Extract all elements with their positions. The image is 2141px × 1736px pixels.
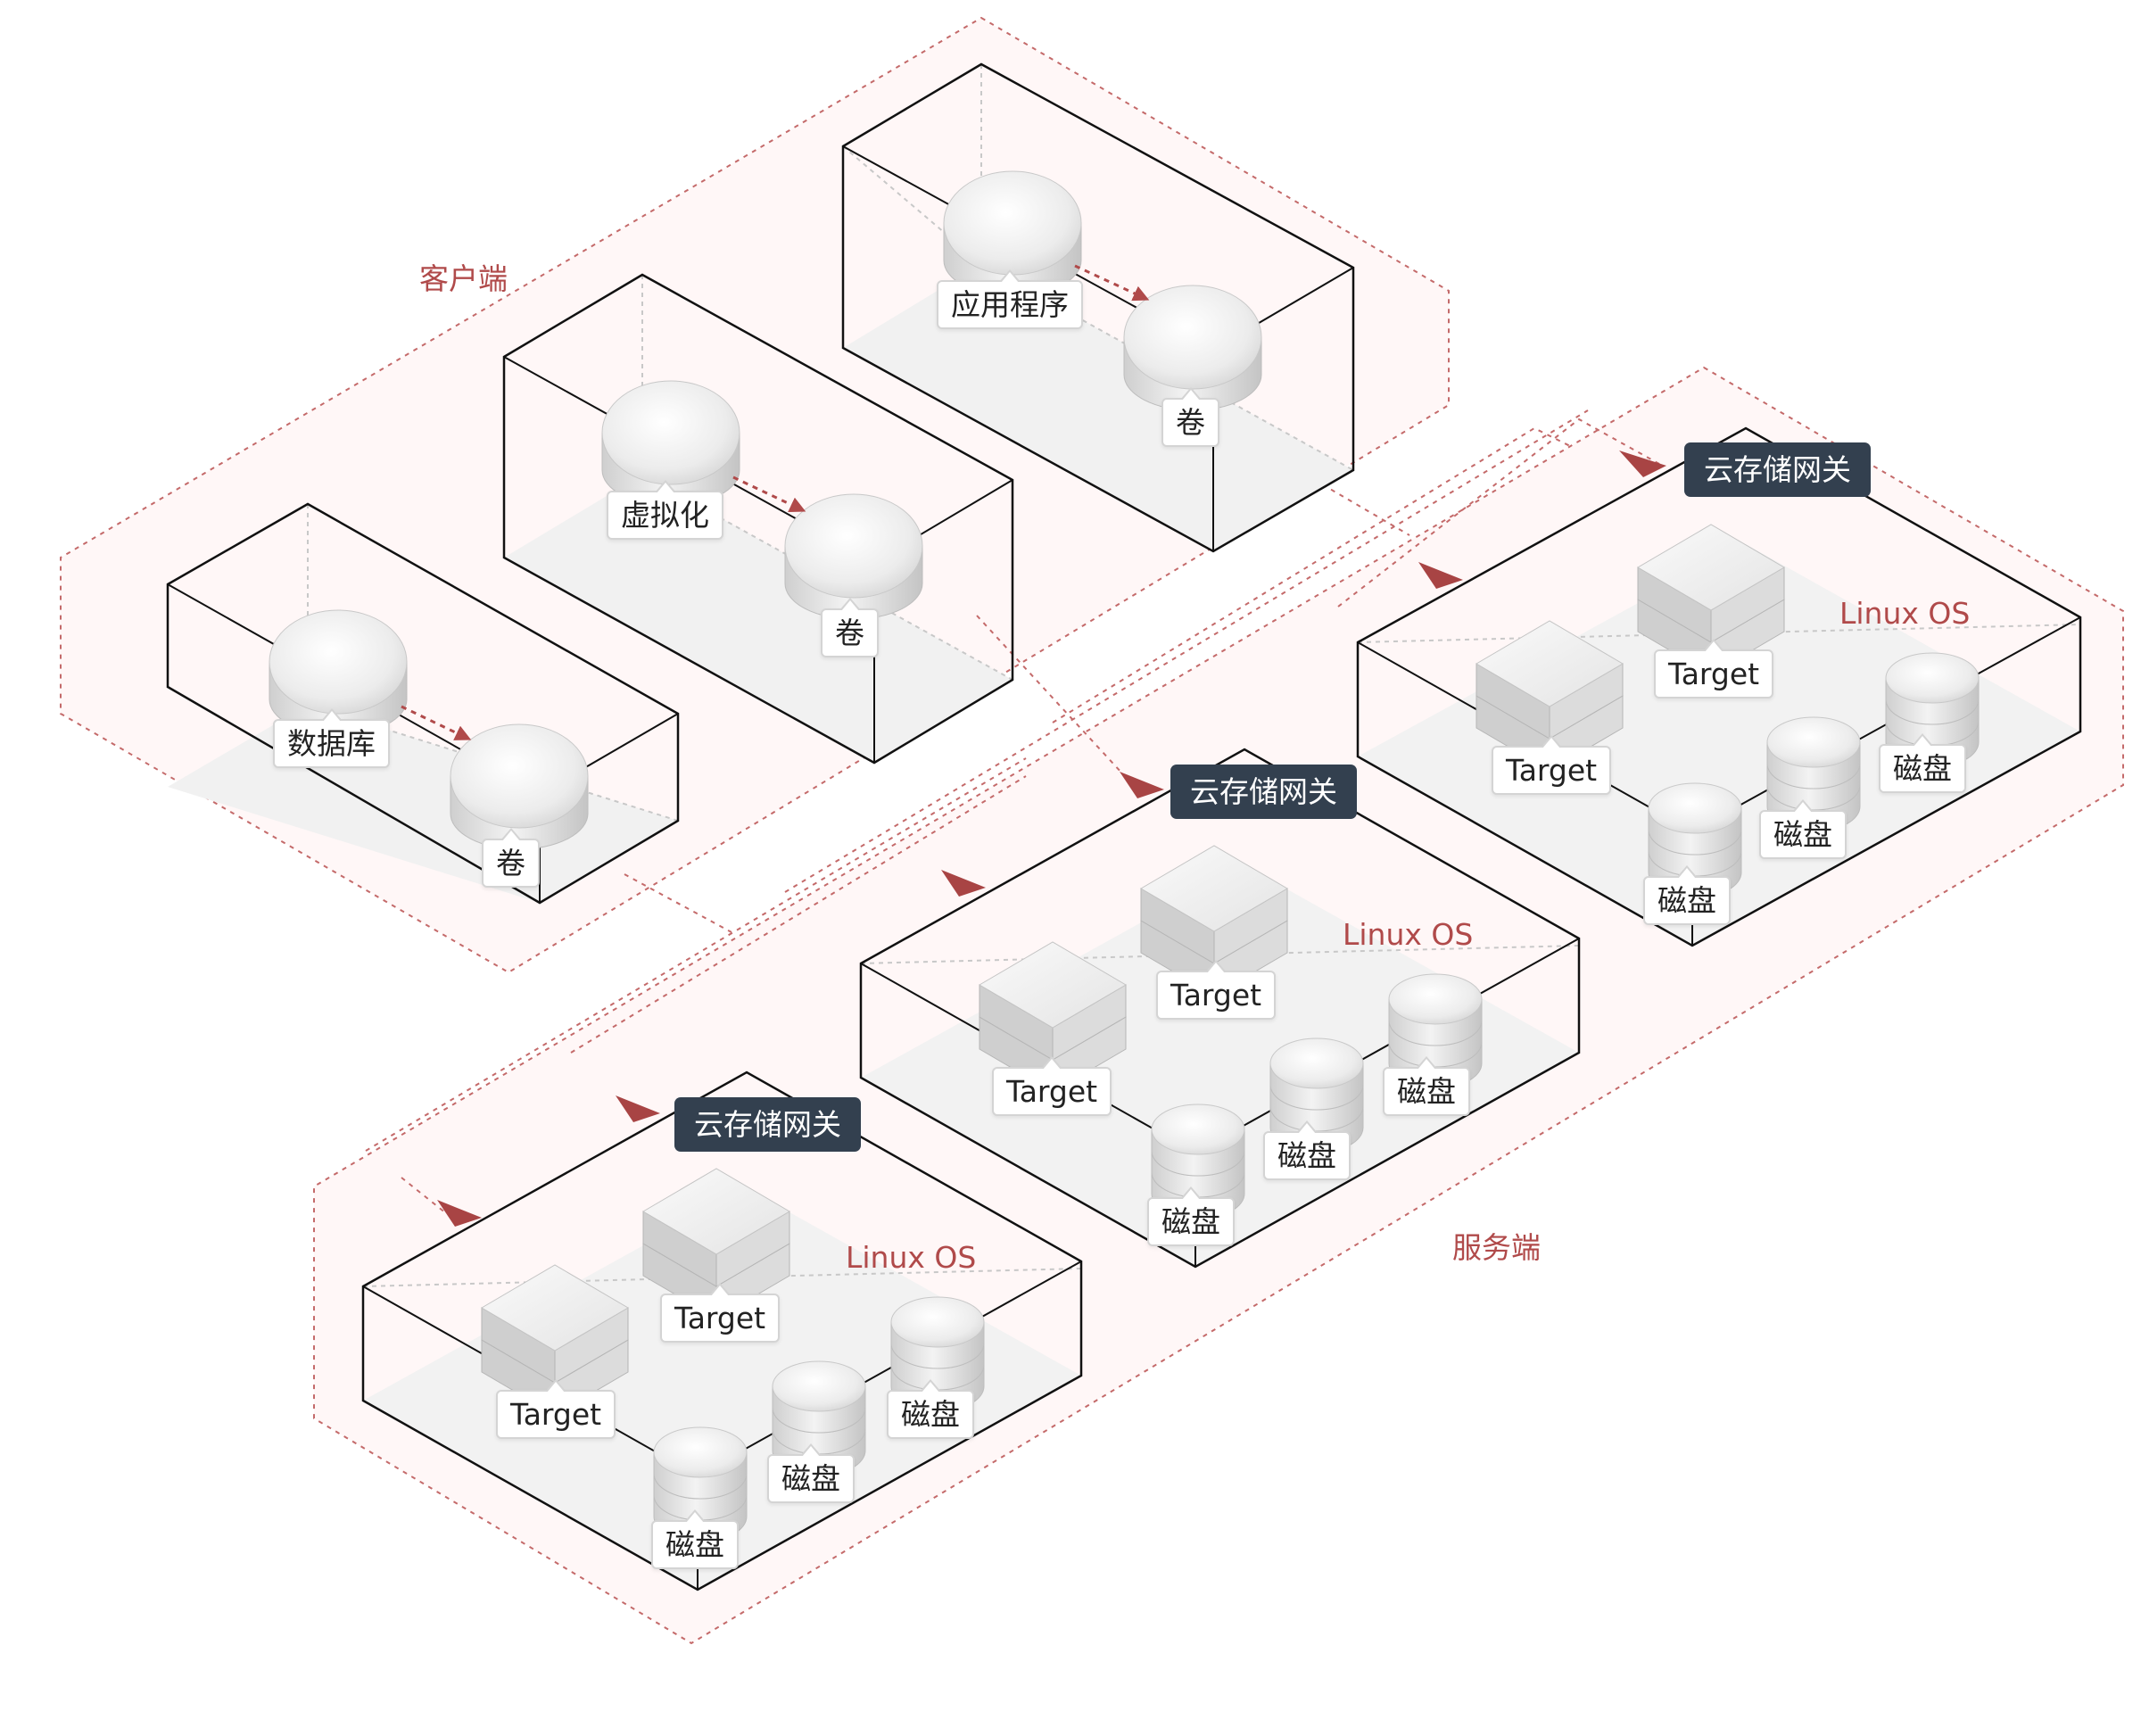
- gateway-badge-3: 云存储网关: [674, 1097, 861, 1152]
- node3-target-label-a: Target: [496, 1379, 616, 1439]
- connection-lines: [365, 409, 1660, 1214]
- arrow-to-gateway-1: [1619, 451, 1666, 477]
- os-label-1: Linux OS: [1839, 596, 1971, 631]
- cylinder-app: [943, 170, 1082, 297]
- cylinder-database-volume: [450, 723, 589, 850]
- node2-disk-label-a: 磁盘: [1147, 1186, 1235, 1246]
- cylinder-app-volume: [1123, 285, 1262, 411]
- client-zone-label: 客户端: [419, 261, 508, 296]
- arrow-to-gateway-2: [1120, 772, 1164, 798]
- client-app-target-label: 卷: [1161, 387, 1219, 447]
- node2-disk-label-c: 磁盘: [1383, 1056, 1470, 1116]
- client-flow-arrows: [401, 264, 1150, 740]
- arrow-to-gateway-2b: [941, 870, 986, 897]
- node3-disk-stack-c: [890, 1296, 985, 1412]
- server-node-2: [859, 748, 1581, 1269]
- client-db-target-label: 卷: [482, 828, 540, 888]
- node1-target-cube-b: [1637, 524, 1785, 675]
- client-virt-target-label: 卷: [821, 598, 879, 657]
- client-app-source-label: 应用程序: [937, 269, 1083, 329]
- node1-disk-stack-b: [1766, 716, 1861, 832]
- node3-disk-stack-b: [772, 1360, 866, 1476]
- os-label-2: Linux OS: [1343, 917, 1474, 952]
- node2-target-label-b: Target: [1156, 960, 1277, 1020]
- node1-disk-label-c: 磁盘: [1879, 733, 1966, 793]
- node3-disk-label-a: 磁盘: [651, 1509, 739, 1569]
- node1-disk-label-b: 磁盘: [1759, 799, 1847, 859]
- arrow-to-gateway-3: [616, 1095, 660, 1122]
- client-cylinders: [269, 170, 1262, 850]
- arrow-to-gateway-1b: [1418, 562, 1463, 589]
- node3-target-label-b: Target: [660, 1283, 781, 1343]
- node2-disk-label-b: 磁盘: [1263, 1120, 1351, 1180]
- arrow-to-gateway-3b: [437, 1200, 482, 1227]
- node3-disk-stack-a: [653, 1426, 748, 1542]
- node1-disk-label-a: 磁盘: [1643, 865, 1731, 925]
- client-virt-source-label: 虚拟化: [607, 480, 723, 540]
- node3-disk-label-c: 磁盘: [887, 1379, 974, 1439]
- flow-arrowheads: [437, 451, 1666, 1227]
- cylinder-virtualization-volume: [784, 493, 923, 620]
- node1-disk-stack-c: [1885, 652, 1980, 768]
- node3-disk-label-b: 磁盘: [767, 1443, 855, 1503]
- gateway-badge-2: 云存储网关: [1170, 765, 1357, 819]
- os-label-3: Linux OS: [846, 1240, 977, 1275]
- node2-target-label-a: Target: [992, 1056, 1112, 1116]
- gateway-badge-1: 云存储网关: [1684, 442, 1871, 497]
- client-db-source-label: 数据库: [273, 708, 390, 768]
- server-components: [481, 524, 1980, 1542]
- node1-target-label-a: Target: [1492, 735, 1612, 795]
- cylinder-virtualization: [601, 380, 740, 507]
- server-zone-label: 服务端: [1452, 1230, 1541, 1265]
- node2-target-cube-b: [1140, 845, 1288, 996]
- node1-target-label-b: Target: [1654, 639, 1774, 699]
